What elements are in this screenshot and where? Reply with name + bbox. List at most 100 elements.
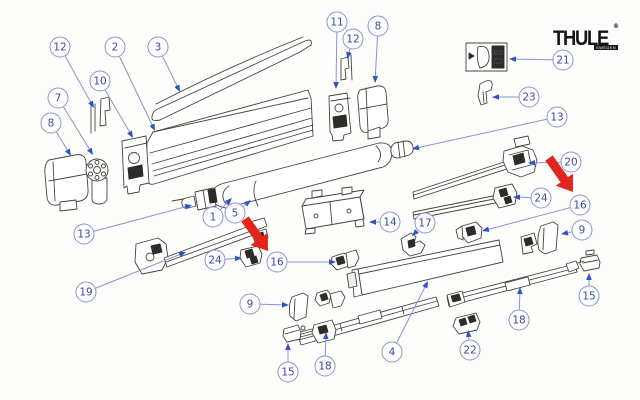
logo-wordmark: THULE — [553, 26, 609, 50]
part-gear-bracket — [121, 135, 150, 195]
part-support-rail-left — [297, 296, 440, 346]
part-bracket-22 — [452, 312, 481, 335]
part-lead-rail-panel — [346, 239, 504, 298]
callout-18a: 18 — [314, 355, 336, 377]
part-bracket-center — [328, 92, 352, 142]
part-arm-clamp-16-right — [455, 221, 483, 244]
part-adapter-kit-box — [465, 42, 508, 72]
part-end-cap-left — [44, 154, 89, 212]
leader-line-3 — [162, 56, 179, 88]
leader-arrowhead-8b — [372, 75, 379, 83]
leader-arrowhead-16a — [329, 259, 336, 265]
callout-3: 3 — [147, 36, 169, 58]
leader-line-21 — [513, 58, 553, 61]
leader-arrowhead-2 — [149, 123, 155, 131]
callout-16a: 16 — [266, 251, 288, 273]
leader-line-13a — [416, 118, 547, 149]
part-pin-clip-left — [90, 96, 111, 134]
leader-arrowhead-10 — [127, 130, 133, 138]
callout-24b: 24 — [530, 187, 552, 209]
callout-8b: 8 — [367, 15, 389, 37]
callout-8a: 8 — [40, 112, 62, 134]
leader-line-8b — [374, 36, 378, 79]
part-case-lid — [151, 36, 312, 122]
callout-23: 23 — [518, 86, 540, 108]
leader-arrowhead-8a — [64, 148, 71, 156]
registered-trademark-symbol: ® — [613, 23, 619, 30]
leader-line-18a — [324, 336, 327, 356]
part-mount-bracket-14 — [301, 186, 365, 235]
leader-arrowhead-1 — [225, 198, 232, 205]
part-foot-pad-right — [520, 221, 559, 255]
callout-13a: 13 — [546, 106, 568, 128]
callout-9b: 9 — [571, 219, 593, 241]
leader-arrowhead-20 — [528, 160, 536, 166]
callout-18b: 18 — [508, 309, 530, 331]
leader-line-11 — [335, 32, 338, 85]
callout-17: 17 — [414, 212, 436, 234]
callout-12b: 12 — [342, 28, 364, 50]
highlight-arrow-right — [545, 155, 573, 192]
leader-arrowhead-19 — [178, 252, 186, 258]
leader-arrowhead-18b — [516, 287, 523, 295]
leader-arrowhead-23 — [492, 94, 499, 100]
leader-arrowhead-3 — [174, 84, 180, 92]
callout-9a: 9 — [239, 293, 261, 315]
leader-arrowhead-16b — [482, 226, 490, 232]
leader-arrowhead-13a — [412, 144, 420, 151]
leader-line-8a — [56, 131, 69, 152]
part-end-cap-right — [357, 85, 389, 140]
callout-22: 22 — [459, 339, 481, 361]
highlight-arrow-left — [241, 216, 268, 251]
part-arm-clamp-24-right — [492, 183, 518, 209]
leader-arrowhead-24a — [234, 255, 242, 262]
part-clip-17 — [400, 232, 426, 257]
leader-arrowhead-17 — [412, 229, 419, 236]
leader-arrowhead-11 — [333, 81, 339, 89]
part-end-knob — [390, 140, 414, 159]
thule-logo: THULE ® SWEDEN — [553, 23, 619, 50]
callout-15b: 15 — [578, 285, 600, 307]
callout-20: 20 — [560, 151, 582, 173]
callout-16b: 16 — [569, 194, 591, 216]
leader-line-2 — [119, 56, 154, 127]
leader-line-13b — [94, 205, 188, 232]
leader-line-12a — [64, 55, 93, 104]
part-rail-end-cap-15-left — [282, 324, 302, 343]
part-end-slider-right — [579, 249, 601, 272]
leader-arrowhead-24b — [513, 194, 521, 201]
leader-line-9a — [260, 303, 285, 306]
part-arm-clamp-16-left — [330, 249, 360, 271]
callout-24a: 24 — [204, 249, 226, 271]
part-foot-pad-left — [288, 289, 346, 322]
leader-arrowhead-18a — [322, 332, 329, 340]
callout-2: 2 — [104, 36, 126, 58]
callout-10: 10 — [89, 70, 111, 92]
part-wall-bracket — [477, 80, 493, 106]
callout-14: 14 — [379, 211, 401, 233]
leader-arrowhead-15a — [285, 343, 291, 350]
callout-11: 11 — [326, 11, 348, 33]
callout-19: 19 — [75, 281, 97, 303]
leader-line-7 — [63, 106, 91, 152]
leader-arrowhead-5 — [243, 200, 251, 207]
callout-12a: 12 — [49, 36, 71, 58]
leader-arrowhead-13b — [184, 204, 192, 210]
logo-sweden-tag: SWEDEN — [594, 45, 618, 50]
part-ratchet-wheel — [85, 158, 109, 205]
leader-line-10 — [104, 89, 131, 134]
callout-5: 5 — [224, 202, 246, 224]
leader-line-19 — [95, 253, 182, 289]
leader-arrowhead-9a — [281, 302, 289, 308]
leader-line-18b — [518, 291, 521, 310]
leader-arrowhead-12b — [346, 51, 352, 59]
callout-15a: 15 — [277, 361, 299, 383]
leader-arrowhead-9b — [561, 229, 569, 236]
leader-line-16b — [486, 207, 570, 231]
leader-arrowhead-12a — [88, 100, 94, 108]
leader-arrowhead-21 — [509, 56, 517, 62]
part-support-rail-right — [446, 260, 585, 308]
